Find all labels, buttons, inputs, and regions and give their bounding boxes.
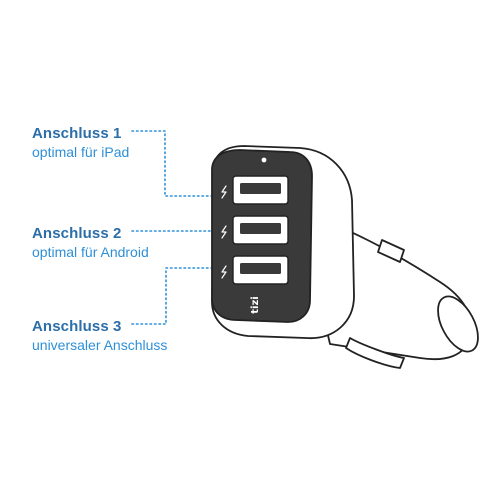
brand-logo: tizi bbox=[250, 296, 261, 313]
leader-lines bbox=[131, 130, 227, 325]
charging-bolt-icon bbox=[221, 225, 227, 239]
led-indicator-icon bbox=[261, 157, 267, 163]
port-2-subtitle: optimal für Android bbox=[32, 244, 149, 261]
charging-bolt-icon bbox=[221, 185, 227, 199]
charging-bolts bbox=[221, 185, 227, 279]
spring-contact-bottom bbox=[345, 337, 405, 369]
port-1-title: Anschluss 1 bbox=[32, 125, 122, 142]
leader-line-1 bbox=[131, 130, 225, 197]
port-1-subtitle: optimal für iPad bbox=[32, 144, 130, 161]
port-label-3: Anschluss 3 universaler Anschluss bbox=[32, 318, 212, 353]
plug-tip bbox=[437, 295, 479, 353]
spring-contact-top bbox=[377, 239, 405, 263]
usb-port-icon bbox=[232, 255, 289, 285]
usb-port-icon bbox=[232, 215, 289, 245]
leader-line-3 bbox=[131, 267, 223, 325]
usb-ports bbox=[232, 175, 289, 285]
usb-port-icon bbox=[232, 175, 289, 205]
charging-bolt-icon bbox=[221, 265, 227, 279]
port-label-1: Anschluss 1 optimal für iPad bbox=[32, 125, 212, 160]
port-label-2: Anschluss 2 optimal für Android bbox=[32, 225, 212, 260]
port-3-title: Anschluss 3 bbox=[32, 318, 122, 335]
port-3-subtitle: universaler Anschluss bbox=[32, 337, 168, 354]
port-2-title: Anschluss 2 bbox=[32, 225, 122, 242]
